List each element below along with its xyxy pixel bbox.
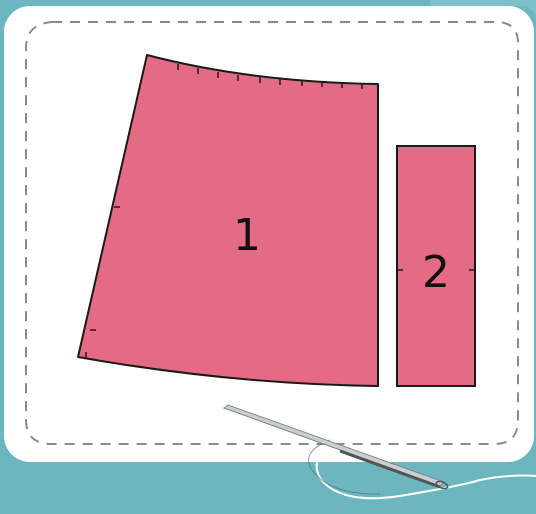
pattern-piece-2: 2 bbox=[397, 146, 475, 386]
pattern-piece-1-number: 1 bbox=[233, 210, 261, 261]
pattern-piece-2-number: 2 bbox=[422, 247, 450, 298]
